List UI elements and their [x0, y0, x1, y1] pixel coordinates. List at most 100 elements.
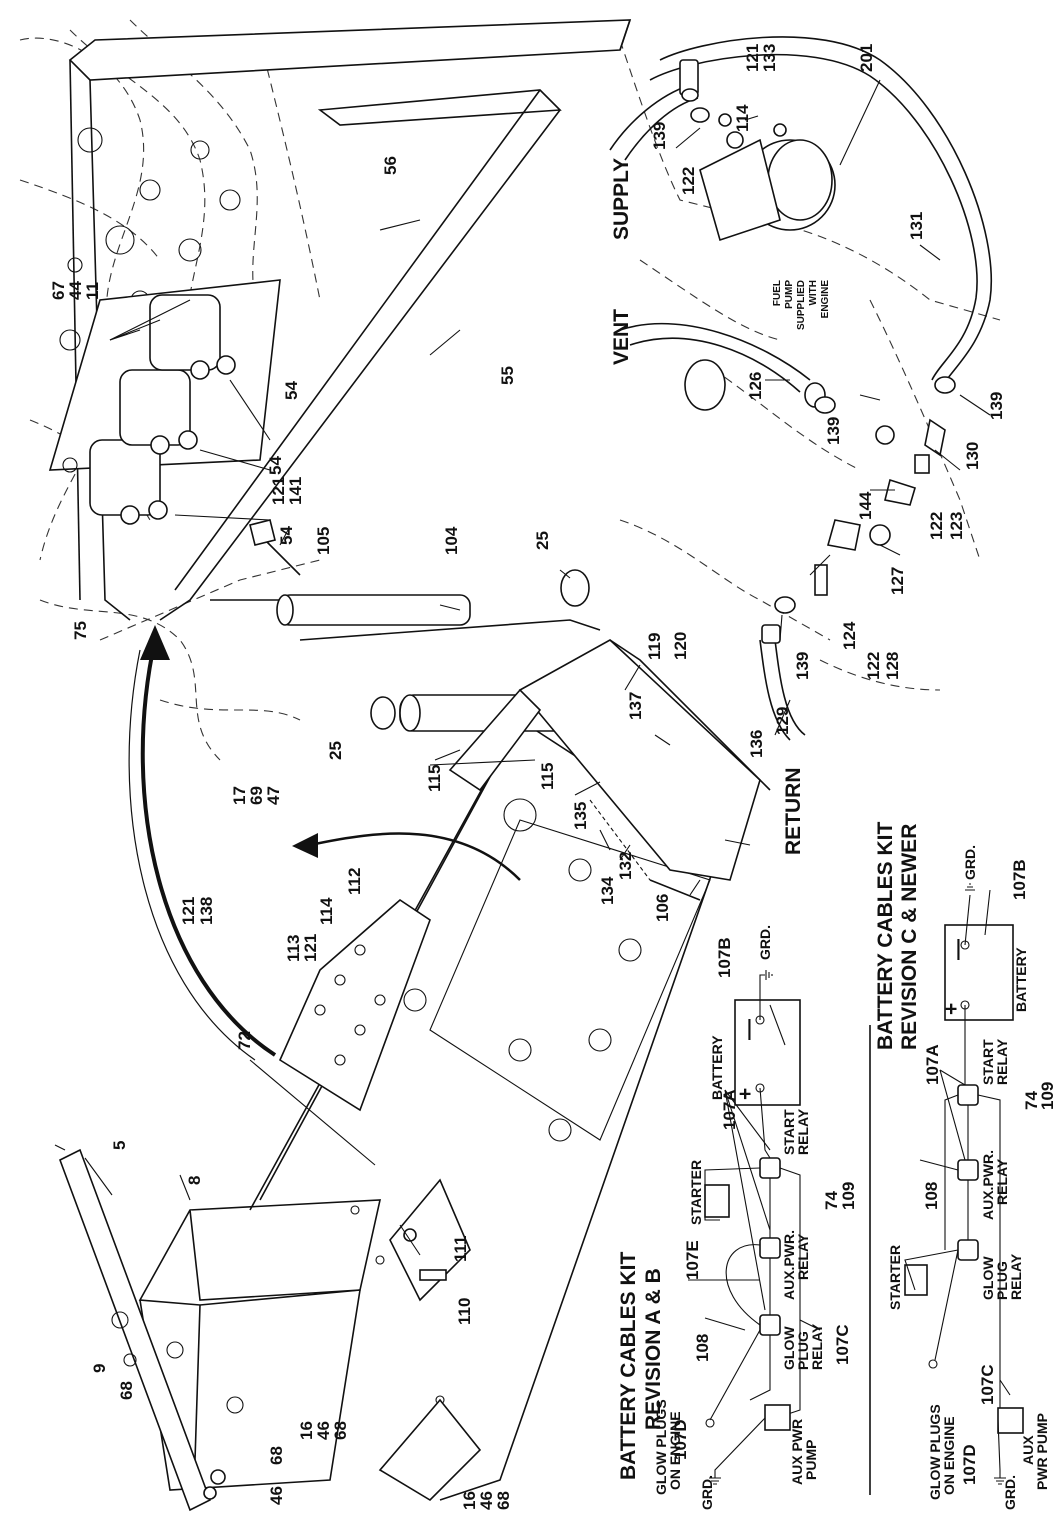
tank-cap — [684, 359, 726, 411]
return-line-129 — [759, 624, 806, 741]
kit-c-start-relay-2: RELAY — [994, 1038, 1010, 1085]
callout-114-b: 114 — [733, 104, 752, 132]
callout-129: 129 — [773, 707, 792, 735]
kit-c-74: 74 — [1022, 1091, 1041, 1110]
kit-c-108: 108 — [922, 1182, 941, 1210]
kit-c-battery-label: BATTERY — [1013, 947, 1029, 1012]
callout-134: 134 — [598, 876, 617, 905]
kit-ab-plus: + — [734, 1088, 757, 1100]
rod-106 — [503, 798, 701, 901]
kit-c-grd-top: GRD. — [962, 845, 978, 880]
kit-c-title-2: REVISION C & NEWER — [898, 824, 921, 1050]
callout-46-c: 46 — [477, 1491, 496, 1510]
callout-54-b: 54 — [266, 456, 285, 475]
bolt-105 — [249, 519, 301, 576]
callout-115-a: 115 — [425, 765, 444, 792]
kit-ab-glow-relay-3: RELAY — [809, 1323, 825, 1370]
kit-ab-107d: 107D — [671, 1419, 690, 1460]
callout-47: 47 — [264, 786, 283, 805]
kit-c-glow-relay-1: GLOW — [980, 1256, 996, 1300]
callout-201: 201 — [857, 44, 876, 72]
kit-ab-glow-relay-1: GLOW — [781, 1326, 797, 1370]
callout-141: 141 — [286, 477, 305, 505]
kit-c-glow-relay-3: RELAY — [1008, 1253, 1024, 1300]
callout-68-a: 68 — [117, 1381, 136, 1400]
callout-144: 144 — [856, 491, 875, 520]
callout-127: 127 — [888, 567, 907, 595]
arrow-large — [128, 625, 277, 1061]
relay-54-c — [149, 294, 236, 380]
fuel-line-131 — [649, 36, 992, 391]
callout-114-a: 114 — [317, 897, 336, 925]
kit-ab-start-relay — [759, 1157, 781, 1179]
callout-104: 104 — [442, 526, 461, 555]
line-labels: SUPPLY VENT RETURN FUEL PUMP SUPPLIED WI… — [610, 158, 831, 855]
kit-ab-title-2: REVISION A & B — [642, 1268, 665, 1430]
callout-123: 123 — [947, 512, 966, 540]
kit-c-starter — [904, 1264, 928, 1296]
kit-c-glow-engine-1: GLOW PLUGS — [927, 1404, 943, 1500]
kit-c-title-1: BATTERY CABLES KIT — [874, 822, 897, 1050]
tube-104 — [276, 594, 471, 626]
kit-c-plus: + — [940, 1003, 963, 1015]
kit-ab-minus: — — [737, 1019, 760, 1040]
callout-121-d: 121 — [743, 44, 762, 72]
callout-75: 75 — [71, 621, 90, 640]
callout-121-b: 121 — [179, 897, 198, 925]
label-fuel-pump-1: FUEL — [772, 280, 783, 306]
kit-c-glow-relay-2: PLUG — [994, 1261, 1010, 1300]
callout-68-b: 68 — [267, 1446, 286, 1465]
label-supply: SUPPLY — [610, 158, 633, 240]
kit-ab-aux-pump-2: PUMP — [803, 1440, 819, 1480]
kit-ab-title-1: BATTERY CABLES KIT — [617, 1252, 640, 1480]
callout-138: 138 — [197, 897, 216, 925]
callout-16-a: 16 — [297, 1421, 316, 1440]
kit-ab-start-relay-1: START — [781, 1109, 797, 1155]
washer-68 — [203, 1469, 226, 1500]
kit-c-minus: — — [946, 939, 969, 960]
kit-c-aux-pump-2: PWR PUMP — [1034, 1413, 1050, 1490]
callout-128: 128 — [883, 652, 902, 680]
leader-lines — [84, 79, 991, 1256]
callout-110: 110 — [455, 1298, 474, 1325]
kit-ab-starter — [704, 1184, 730, 1218]
callout-122-a: 122 — [679, 167, 698, 195]
kit-ab-battery-symbol — [734, 999, 801, 1106]
kit-ab-107b: 107B — [715, 937, 734, 978]
kit-c-aux-relay — [957, 1159, 979, 1181]
kit-ab-glow-engine-2: ON ENGINE — [667, 1411, 683, 1490]
kit-c-starter-label: STARTER — [887, 1245, 903, 1310]
kit-ab-battery-label: BATTERY — [709, 1035, 725, 1100]
kit-ab-glow-relay-2: PLUG — [795, 1331, 811, 1370]
label-fuel-pump-2: PUMP — [784, 280, 795, 309]
callout-120: 120 — [671, 632, 690, 660]
kit-c-aux-pump — [997, 1407, 1024, 1434]
bracket-5 — [54, 1144, 211, 1512]
clamp-139-group — [681, 88, 956, 614]
callout-9: 9 — [90, 1364, 109, 1373]
kit-ab-108: 108 — [693, 1334, 712, 1362]
callout-139-c: 139 — [987, 392, 1006, 420]
callout-113: 113 — [284, 935, 303, 962]
callout-121-a: 121 — [301, 934, 320, 962]
fuel-pump-201 — [699, 113, 836, 242]
collar-25-b — [560, 569, 590, 607]
schematic-kit-ab: BATTERY CABLES KIT REVISION A & B 107A 1… — [617, 925, 858, 1510]
callout-69: 69 — [247, 786, 266, 805]
callout-124: 124 — [840, 621, 859, 650]
collar-25-a — [370, 696, 396, 730]
kit-ab-aux-relay-2: RELAY — [795, 1233, 811, 1280]
callout-122-c: 122 — [864, 652, 883, 680]
kit-ab-start-relay-2: RELAY — [795, 1108, 811, 1155]
kit-ab-aux-pump — [764, 1404, 791, 1431]
callout-25-b: 25 — [326, 741, 345, 760]
callout-112: 112 — [345, 868, 364, 895]
kit-ab-aux-relay — [759, 1237, 781, 1259]
callout-46-b: 46 — [314, 1421, 333, 1440]
kit-ab-107a: 107A — [720, 1089, 739, 1130]
kit-ab-74: 74 — [822, 1191, 841, 1210]
kit-c-107d: 107D — [960, 1444, 979, 1485]
callout-121-c: 121 — [269, 477, 288, 505]
kit-ab-glow-engine-1: GLOW PLUGS — [653, 1399, 669, 1495]
